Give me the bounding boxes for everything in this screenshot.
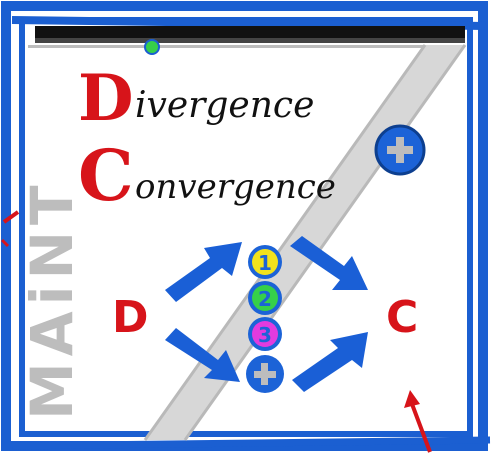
convergence-rest: onvergence bbox=[135, 167, 336, 207]
convergence-c-initial: C bbox=[78, 134, 134, 217]
top-scribble-bar bbox=[28, 26, 465, 48]
convergence-title: C onvergence bbox=[78, 134, 336, 217]
badge-plus bbox=[246, 355, 284, 393]
badge-1: 1 bbox=[248, 245, 282, 279]
divergence-d-initial: D bbox=[78, 61, 134, 136]
divergence-title: D ivergence bbox=[78, 61, 314, 136]
badge-1-label: 1 bbox=[258, 251, 272, 275]
corner-plus-badge bbox=[376, 126, 424, 174]
badge-3-label: 3 bbox=[258, 323, 272, 347]
badge-2: 2 bbox=[248, 281, 282, 315]
arrow-icon bbox=[292, 332, 368, 392]
badge-2-label: 2 bbox=[258, 287, 272, 311]
badge-3: 3 bbox=[248, 317, 282, 351]
diagram-left-label: D bbox=[112, 292, 149, 343]
top-small-badge bbox=[145, 40, 159, 54]
divergence-rest: ivergence bbox=[135, 85, 314, 126]
arrow-icon bbox=[165, 242, 242, 302]
watermark-text: MAiNT bbox=[18, 179, 86, 420]
diagram-right-label: C bbox=[386, 292, 418, 343]
